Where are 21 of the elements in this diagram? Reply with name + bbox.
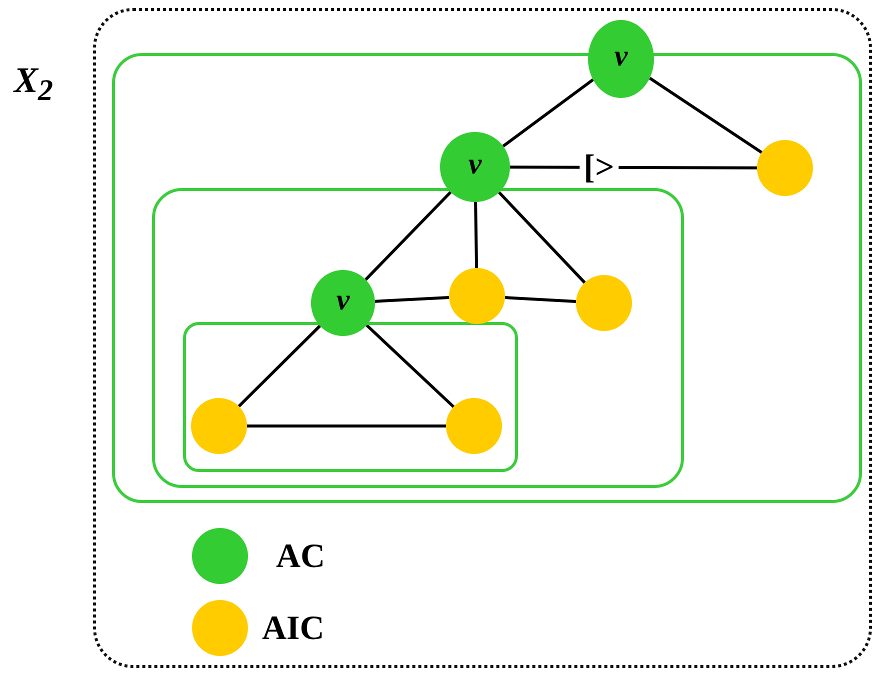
node-label: v: [468, 150, 482, 180]
group-box: [183, 322, 518, 472]
connector-line: [238, 324, 321, 408]
legend-label: AIC: [262, 612, 324, 646]
connector-line: [366, 324, 455, 408]
connector-line: [498, 191, 586, 284]
group-box: [112, 53, 862, 503]
connector-line: [474, 202, 478, 268]
node-label: v: [336, 286, 350, 316]
legend-label: AC: [276, 540, 326, 574]
connector-line: [502, 78, 594, 148]
node-ellipse: [440, 132, 510, 202]
connector-line: [247, 424, 446, 428]
node-ellipse: [311, 270, 375, 336]
node-label: v: [614, 42, 628, 72]
frame-heading: X$_{2}$: [14, 59, 54, 108]
connector-line: [364, 191, 452, 281]
connector-line: [374, 296, 450, 303]
connector-line: [504, 296, 576, 303]
group-box: [152, 188, 684, 488]
connector-line: [648, 76, 762, 154]
